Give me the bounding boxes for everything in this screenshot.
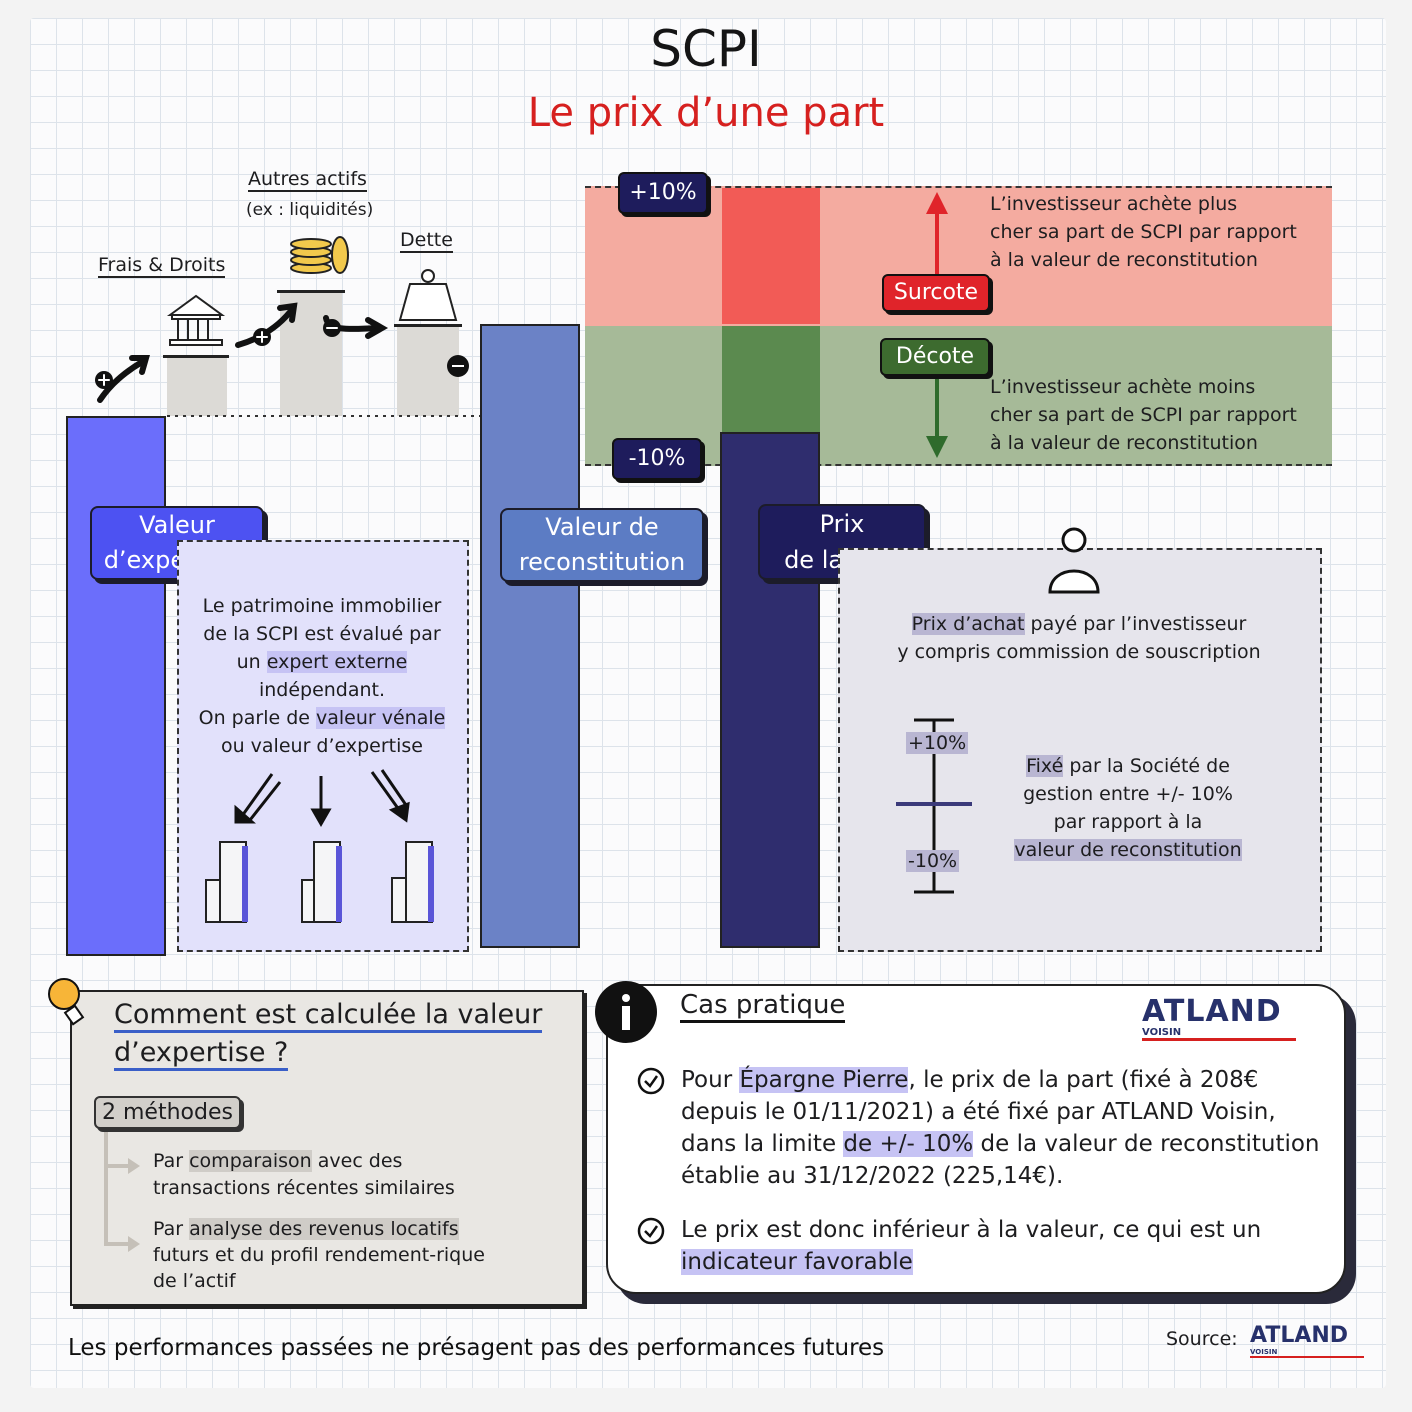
source-label: Source: (1166, 1328, 1238, 1350)
prix-description-text: Prix d’achat payé par l’investisseur y c… (897, 613, 1261, 663)
check-circle-icon (637, 1067, 665, 1095)
arrow-down-icon (926, 370, 948, 458)
check-circle-icon (637, 1217, 665, 1245)
weight-icon (398, 269, 458, 321)
dette-divider (394, 324, 462, 327)
arrow-down-left-icon (234, 773, 282, 824)
page-title: SCPI (650, 20, 762, 78)
info-icon (595, 981, 657, 1043)
atland-logo: ATLAND VOISIN (1142, 996, 1296, 1041)
plus-arrow-icon (235, 302, 298, 348)
methods-count-badge: 2 méthodes (94, 1096, 241, 1129)
method-tree-connector (104, 1132, 140, 1252)
label-frais-droits: Frais & Droits (98, 254, 226, 278)
surcote-badge: Surcote (882, 274, 990, 312)
plus10-badge: +10% (618, 172, 708, 214)
top-icons-layer (95, 236, 480, 417)
cas-pratique-card (606, 984, 1346, 1294)
decote-badge: Décote (880, 338, 990, 376)
minus10-badge: -10% (612, 438, 702, 480)
source-atland-logo: ATLAND VOISIN (1250, 1324, 1364, 1358)
lightbulb-icon (48, 978, 85, 1026)
plus-arrow-icon (95, 355, 150, 403)
building-icon (391, 841, 434, 923)
arrow-down-right-icon (370, 769, 410, 823)
label-autres-actifs-example: (ex : liquidités) (246, 200, 374, 220)
bank-icon (166, 294, 226, 346)
expertise-description-text: Le patrimoine immobilier de la SCPI est … (198, 595, 446, 757)
minus-arrow-icon (323, 315, 389, 339)
label-autres-actifs: Autres actifs (248, 168, 367, 192)
surcote-bar-segment (722, 188, 820, 324)
label-dette: Dette (400, 229, 453, 253)
cas-pratique-title: Cas pratique (680, 990, 846, 1023)
method-analyse-revenus: Par analyse des revenus locatifs futurs … (153, 1218, 485, 1292)
calcul-method-card (70, 990, 584, 1306)
fixe-description-text: Fixé par la Société de gestion entre +/-… (1014, 755, 1242, 861)
coins-icon (290, 236, 349, 274)
autres-divider (277, 290, 345, 293)
cas-pratique-point-1: Pour Épargne Pierre, le prix de la part … (681, 1067, 1320, 1189)
frais-divider (163, 355, 229, 358)
building-icon (205, 841, 248, 923)
investor-icon (1048, 527, 1100, 594)
scale-plus10-label: +10% (906, 732, 969, 754)
scale-minus10-label: -10% (906, 850, 960, 872)
decote-bar-segment (722, 326, 820, 434)
bar-valeur-expertise (66, 416, 166, 956)
page-subtitle: Le prix d’une part (527, 90, 885, 136)
arrow-down-icon (310, 776, 332, 828)
method-comparaison: Par comparaison avec des transactions ré… (153, 1150, 455, 1199)
buildings-illustration (205, 769, 434, 923)
cas-pratique-point-2: Le prix est donc inférieur à la valeur, … (681, 1217, 1262, 1275)
surcote-decote-arrows (926, 192, 948, 458)
building-icon (301, 841, 342, 923)
calcul-card-title: Comment est calculée la valeur d’experti… (114, 996, 543, 1072)
arrow-up-icon (926, 192, 948, 282)
frais-block (167, 358, 227, 416)
minus-icon (447, 355, 469, 377)
disclaimer-text: Les performances passées ne présagent pa… (68, 1335, 885, 1361)
bar-valeur-reconstitution (480, 324, 580, 948)
